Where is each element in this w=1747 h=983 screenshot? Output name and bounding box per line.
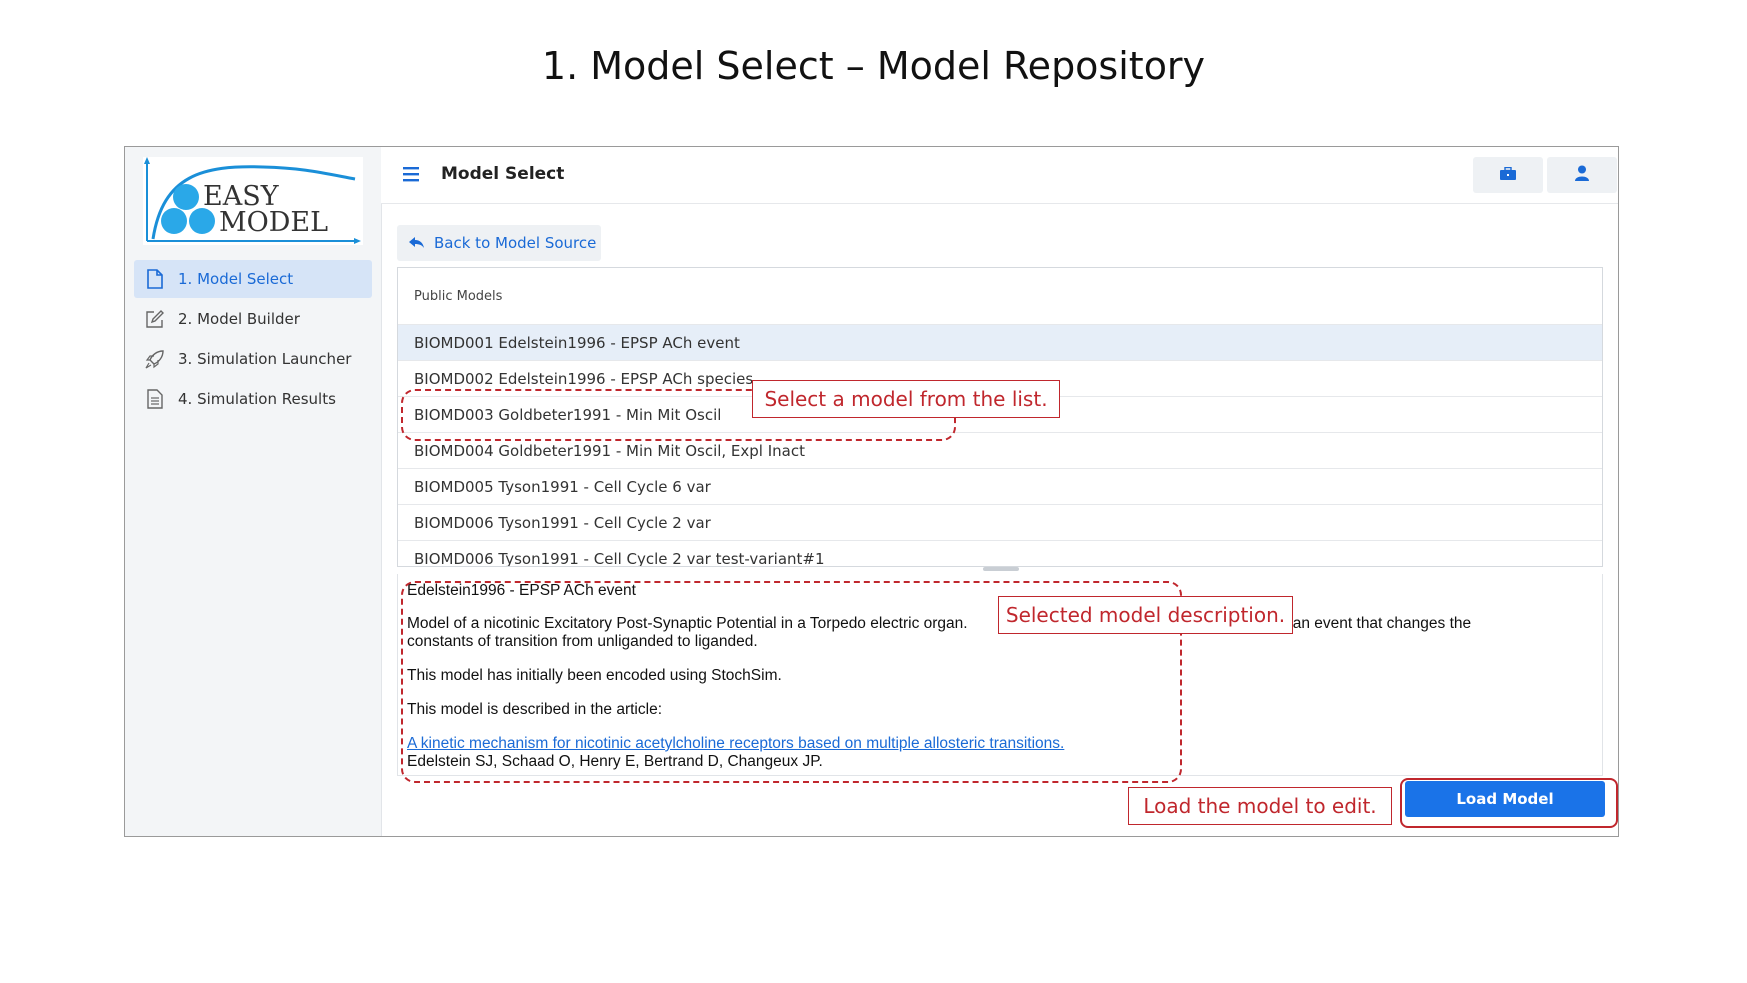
list-item[interactable]: BIOMD001 Edelstein1996 - EPSP ACh event: [398, 325, 1602, 361]
sidebar-nav: 1. Model Select 2. Model Builder 3. Simu…: [134, 260, 372, 420]
description-citation: A kinetic mechanism for nicotinic acetyl…: [407, 735, 1602, 771]
description-paragraph: This model has initially been encoded us…: [407, 667, 782, 684]
back-to-model-source-button[interactable]: Back to Model Source: [397, 225, 601, 261]
description-paragraph: Model of a nicotinic Excitatory Post-Syn…: [407, 615, 1577, 651]
sidebar-item-simulation-results[interactable]: 4. Simulation Results: [134, 380, 372, 418]
load-model-button[interactable]: Load Model: [1405, 781, 1605, 817]
rocket-icon: [144, 348, 166, 370]
sidebar: EASY MODEL 1. Model Select 2. Model Buil…: [125, 147, 382, 836]
list-item[interactable]: BIOMD006 Tyson1991 - Cell Cycle 2 var: [398, 505, 1602, 541]
list-header: Public Models: [398, 268, 1602, 325]
edit-icon: [144, 308, 166, 330]
easy-model-logo[interactable]: EASY MODEL: [143, 157, 363, 245]
sidebar-item-label: 1. Model Select: [178, 270, 294, 288]
sidebar-item-simulation-launcher[interactable]: 3. Simulation Launcher: [134, 340, 372, 378]
article-link[interactable]: A kinetic mechanism for nicotinic acetyl…: [407, 735, 1065, 752]
logo-text-model: MODEL: [219, 207, 328, 238]
load-highlight-box: [1400, 778, 1618, 828]
sidebar-item-label: 3. Simulation Launcher: [178, 350, 352, 368]
sidebar-item-model-select[interactable]: 1. Model Select: [134, 260, 372, 298]
description-text: constants of transition from unliganded …: [407, 633, 758, 650]
topbar-title: Model Select: [441, 164, 565, 184]
page-title: 1. Model Select – Model Repository: [541, 44, 1206, 88]
sidebar-item-model-builder[interactable]: 2. Model Builder: [134, 300, 372, 338]
callout-model-description: Selected model description.: [998, 596, 1293, 634]
article-authors: Edelstein SJ, Schaad O, Henry E, Bertran…: [407, 753, 823, 770]
resize-handle[interactable]: [983, 567, 1019, 571]
briefcase-icon: [1499, 166, 1517, 185]
back-button-label: Back to Model Source: [434, 234, 597, 252]
description-paragraph: This model is described in the article:: [407, 701, 663, 718]
description-text: Model of a nicotinic Excitatory Post-Syn…: [407, 615, 968, 632]
back-arrow-icon: [409, 237, 425, 249]
list-item[interactable]: BIOMD004 Goldbeter1991 - Min Mit Oscil, …: [398, 433, 1602, 469]
user-button[interactable]: [1547, 157, 1617, 193]
briefcase-button[interactable]: [1473, 157, 1543, 193]
callout-load-model: Load the model to edit.: [1128, 787, 1392, 825]
app-window: EASY MODEL 1. Model Select 2. Model Buil…: [124, 146, 1619, 837]
list-item[interactable]: BIOMD006 Tyson1991 - Cell Cycle 2 var te…: [398, 541, 1602, 567]
list-item[interactable]: BIOMD005 Tyson1991 - Cell Cycle 6 var: [398, 469, 1602, 505]
sidebar-item-label: 2. Model Builder: [178, 310, 300, 328]
document-icon: [144, 388, 166, 410]
callout-select-model: Select a model from the list.: [752, 380, 1060, 418]
logo-text-easy: EASY: [203, 181, 280, 212]
description-title: Edelstein1996 - EPSP ACh event: [407, 582, 636, 599]
user-icon: [1575, 165, 1589, 185]
list-item[interactable]: BIOMD003 Goldbeter1991 - Min Mit Oscil: [398, 397, 1602, 433]
file-icon: [144, 268, 166, 290]
hamburger-icon[interactable]: [401, 165, 421, 183]
description-text: , but by an event that changes the: [1237, 615, 1472, 632]
sidebar-item-label: 4. Simulation Results: [178, 390, 336, 408]
topbar: Model Select: [381, 147, 1618, 204]
description-highlight-box: [401, 581, 1182, 783]
